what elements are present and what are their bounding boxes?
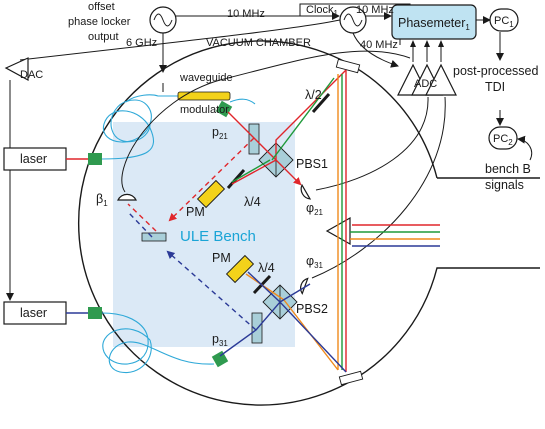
phi31-signal-line (311, 96, 446, 279)
blue-beam (127, 203, 347, 373)
phasemeter-sub: 1 (465, 23, 470, 32)
offset-locker-label: offset phase locker output (68, 1, 133, 43)
ten-mhz-right-label: 10 MHz (356, 4, 394, 16)
p21-label-wrap: p21 (212, 125, 228, 141)
pc2-label: PC (493, 133, 508, 145)
plate-p21 (248, 123, 260, 155)
beta1-label: β (96, 192, 103, 206)
post-processed-label: post-processed TDI (453, 64, 542, 94)
ule-mirror (141, 232, 167, 242)
beta1-sub: 1 (103, 199, 108, 208)
fiber-coupler-p31 (211, 350, 229, 368)
mirror-bottom-right (338, 370, 364, 386)
clock-label: Clock (306, 4, 334, 16)
pc2-sub: 2 (508, 138, 513, 147)
lambda2-plate (311, 93, 331, 113)
p21-label: p (212, 125, 219, 139)
photodiode-phi31-icon (300, 277, 309, 295)
waveguide-label: waveguide modulator (179, 72, 236, 116)
phi31-label-wrap: φ31 (306, 254, 324, 270)
fiber-coil-top (101, 94, 256, 160)
six-ghz-label: 6 GHz (126, 37, 157, 49)
lambda4-bottom-label: λ/4 (258, 261, 275, 275)
forty-mhz-label: 40 MHz (360, 39, 398, 51)
pbs2-label: PBS2 (296, 302, 328, 316)
beta1-signal-line (121, 50, 411, 193)
waveguide-modulator (177, 91, 231, 101)
laser-top-label: laser (20, 152, 47, 166)
dac-label: DAC (20, 69, 43, 81)
svg-text:Phasemeter1: Phasemeter1 (398, 16, 470, 32)
p31-sub: 31 (219, 339, 228, 348)
p31-label-wrap: p31 (212, 332, 228, 348)
fiber-coupler-p21 (215, 100, 233, 118)
phi21-signal-line (315, 96, 429, 191)
p31-label: p (212, 332, 219, 346)
phi21-label-wrap: φ21 (306, 201, 324, 217)
pc2-box (488, 126, 518, 150)
pm-top-label: PM (186, 205, 205, 219)
offset-locker-line (19, 19, 341, 61)
pc1-label: PC (494, 15, 509, 27)
pm-bottom (225, 254, 255, 284)
fiber-coupler-top (88, 153, 102, 165)
ten-mhz-left-label: 10 MHz (227, 8, 265, 20)
bench-b-line (517, 135, 533, 161)
red-beam (168, 69, 440, 372)
phi21-sub: 21 (314, 208, 323, 217)
dac-icon (4, 57, 29, 82)
vacuum-chamber-label: VACUUM CHAMBER (206, 37, 311, 49)
fiber-coil-bottom (101, 312, 215, 374)
pm-bottom-label: PM (212, 251, 231, 265)
lambda4-top-label: λ/4 (244, 195, 261, 209)
svg-text:PC1: PC1 (494, 15, 514, 29)
beta1-label-wrap: β1 (96, 192, 108, 208)
phi31-label: φ (306, 254, 314, 268)
adc-icon (397, 63, 457, 96)
clock-sub: 1 (334, 9, 339, 18)
green-orange-beams (231, 74, 343, 371)
photodiode-beta1-icon (117, 193, 137, 201)
bench-b-label: bench B signals (485, 162, 534, 192)
fiber-coupler-bottom (88, 307, 102, 319)
phasemeter-label: Phasemeter (398, 16, 465, 30)
pm-top (196, 179, 226, 209)
phasemeter-box (391, 4, 477, 40)
adc-arrowheads (410, 40, 444, 47)
photodiode-phi21-icon (300, 183, 312, 200)
phi21-label: φ (306, 201, 314, 215)
pc1-sub: 1 (509, 20, 514, 29)
oscillator-6ghz-icon (149, 6, 177, 34)
laser-bottom-label: laser (20, 306, 47, 320)
forty-mhz-line (352, 32, 399, 68)
ule-bench-label: ULE Bench (180, 228, 256, 245)
clock-label-wrap: Clock1 (306, 4, 339, 18)
pbs1-label: PBS1 (296, 157, 328, 171)
pc1-box (489, 8, 519, 32)
phi31-sub: 31 (314, 261, 323, 270)
svg-text:PC2: PC2 (493, 133, 513, 147)
mirror-top-right (335, 58, 361, 74)
lambda2-label: λ/2 (305, 88, 322, 102)
p21-sub: 21 (219, 132, 228, 141)
adc-label: ADC (414, 78, 437, 90)
